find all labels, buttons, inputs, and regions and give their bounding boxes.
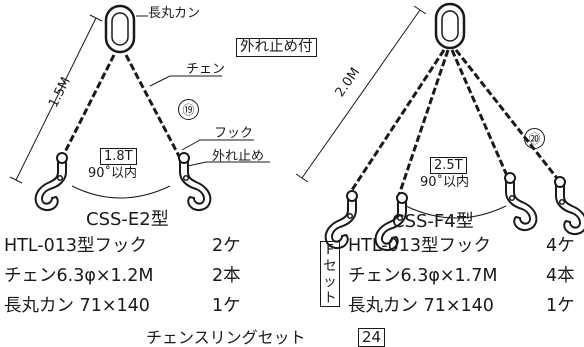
left-part-qty: 1ケ (212, 296, 241, 316)
hook-label: フック (214, 126, 254, 141)
right-hook-4 (554, 176, 584, 235)
right-hook-3 (504, 172, 538, 231)
latch-included-note: 外れ止め付 (236, 38, 317, 57)
left-length-dimension (9, 14, 103, 184)
f-set-char: ッ (323, 274, 337, 290)
left-part-qty: 2本 (212, 266, 241, 286)
f-set-char: ト (323, 290, 337, 306)
chain-label: チェン (186, 62, 226, 77)
left-hook-2 (178, 152, 212, 211)
page-number: 24 (358, 328, 386, 347)
right-model-name: CSS-F4型 (392, 211, 474, 232)
right-part-qty: 1ケ (546, 296, 575, 316)
right-chain-legs (346, 49, 562, 199)
right-length-dimension (295, 5, 427, 183)
left-sling-figure (9, 4, 270, 211)
left-part-name: 長丸カン 71×140 (4, 296, 150, 316)
left-angle-label: 90˚以内 (88, 166, 138, 181)
left-model-name: CSS-E2型 (86, 209, 169, 230)
right-angle-label: 90˚以内 (420, 175, 470, 190)
left-figure-number: ⑲ (178, 99, 199, 120)
left-chain-legs (60, 54, 182, 159)
footer-title: チェンスリングセット (146, 328, 306, 347)
right-part-name: HTL-013型フック (348, 236, 492, 256)
left-part-name: HTL-013型フック (4, 236, 148, 256)
right-part-qty: 4ケ (546, 236, 575, 256)
right-part-name: 長丸カン 71×140 (348, 296, 494, 316)
left-part-qty: 2ケ (212, 236, 241, 256)
right-master-ring (434, 2, 466, 50)
left-angle-arc (71, 185, 171, 199)
left-leader-lines (136, 15, 270, 167)
right-part-qty: 4本 (546, 266, 575, 286)
right-load-label: 2.5T (430, 157, 467, 174)
f-set-char: F (326, 242, 334, 258)
right-sling-figure (295, 2, 584, 251)
right-part-name: チェン6.3φ×1.7M (348, 266, 498, 286)
latch-label: 外れ止め (212, 149, 265, 164)
left-hook-1 (34, 152, 68, 211)
f-set-char: セ (323, 258, 337, 274)
left-part-name: チェン6.3φ×1.2M (4, 266, 154, 286)
right-figure-number: ⑳ (524, 128, 545, 149)
ring-label: 長丸カン (148, 6, 201, 21)
left-master-ring (104, 4, 136, 54)
right-angle-arc (405, 205, 507, 219)
f-set-badge: F セ ッ ト (320, 241, 340, 307)
left-load-label: 1.8T (100, 148, 137, 165)
